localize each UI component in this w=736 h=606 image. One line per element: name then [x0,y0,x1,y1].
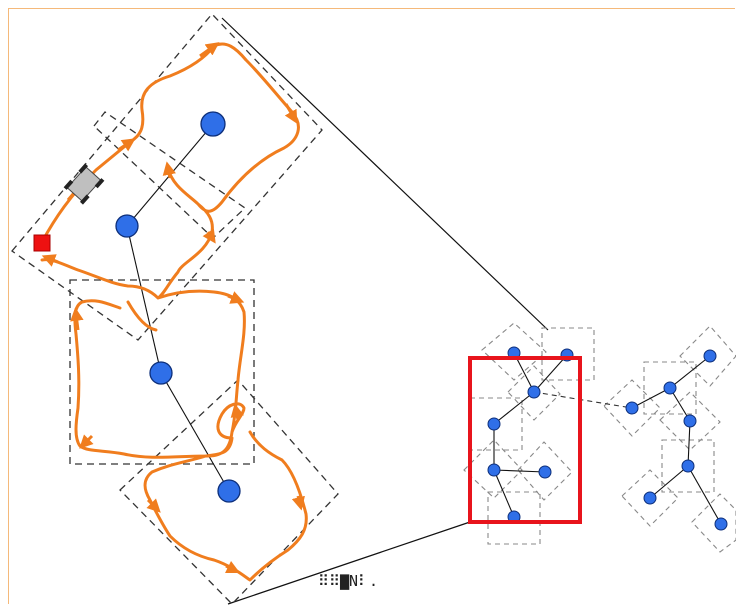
figure-frame [8,8,735,604]
tree-node [217,479,241,503]
tree-node [683,414,697,428]
tree-node [703,349,717,363]
path-arrow [202,228,216,244]
bridge-edge-dashed [533,391,633,409]
coverage-box-middle [69,279,255,465]
tree-edge [649,465,689,499]
path-arrow [224,560,241,574]
tree-edge [631,387,671,409]
tree-edge [687,420,691,467]
tree-node [714,517,728,531]
figure-caption-glyphs: ⠿⠿▇N⠇. [318,572,379,590]
tree-node [200,111,226,137]
small-coverage-box [541,327,595,381]
small-coverage-box [487,491,541,545]
tree-edge [160,372,230,492]
tree-edge [126,225,162,374]
small-coverage-box [661,439,715,493]
tree-node [115,214,139,238]
zoom-connector-top [221,17,549,331]
small-coverage-box [679,325,736,387]
small-coverage-box [481,322,547,381]
small-coverage-box [691,493,736,553]
tree-node [643,491,657,505]
path-arrow [117,138,136,152]
small-coverage-box [507,365,561,421]
small-coverage-box [643,361,697,415]
tree-edge [669,355,711,389]
tree-node [681,459,695,473]
tree-node [487,463,501,477]
tree-edge [533,354,568,393]
small-coverage-box [463,439,523,499]
path-arrow [146,498,161,513]
path-arrow [199,42,220,58]
path-arrow [41,254,59,267]
tree-node [538,465,552,479]
tree-node [149,361,173,385]
coverage-path [40,42,308,582]
robot-icon [63,163,105,205]
path-arrow [162,161,176,179]
coverage-box-top [11,13,323,341]
tree-node [527,385,541,399]
zoom-connector-bottom [227,521,471,605]
path-arrow [284,103,298,124]
path-arrow [227,291,245,304]
tree-node [487,417,501,431]
path-arrow [70,307,84,331]
tree-node [663,381,677,395]
tree-edge [493,469,515,518]
path-arrow [79,434,94,449]
path-arrow [291,495,305,511]
goal-marker-square [33,234,51,252]
tree-edge [687,465,722,525]
tree-edge [493,391,535,425]
zoom-highlight-box [468,356,582,524]
path-arrow [230,403,244,421]
tree-node [625,401,639,415]
tree-edge [493,469,546,473]
coverage-box-bottom [119,379,339,605]
